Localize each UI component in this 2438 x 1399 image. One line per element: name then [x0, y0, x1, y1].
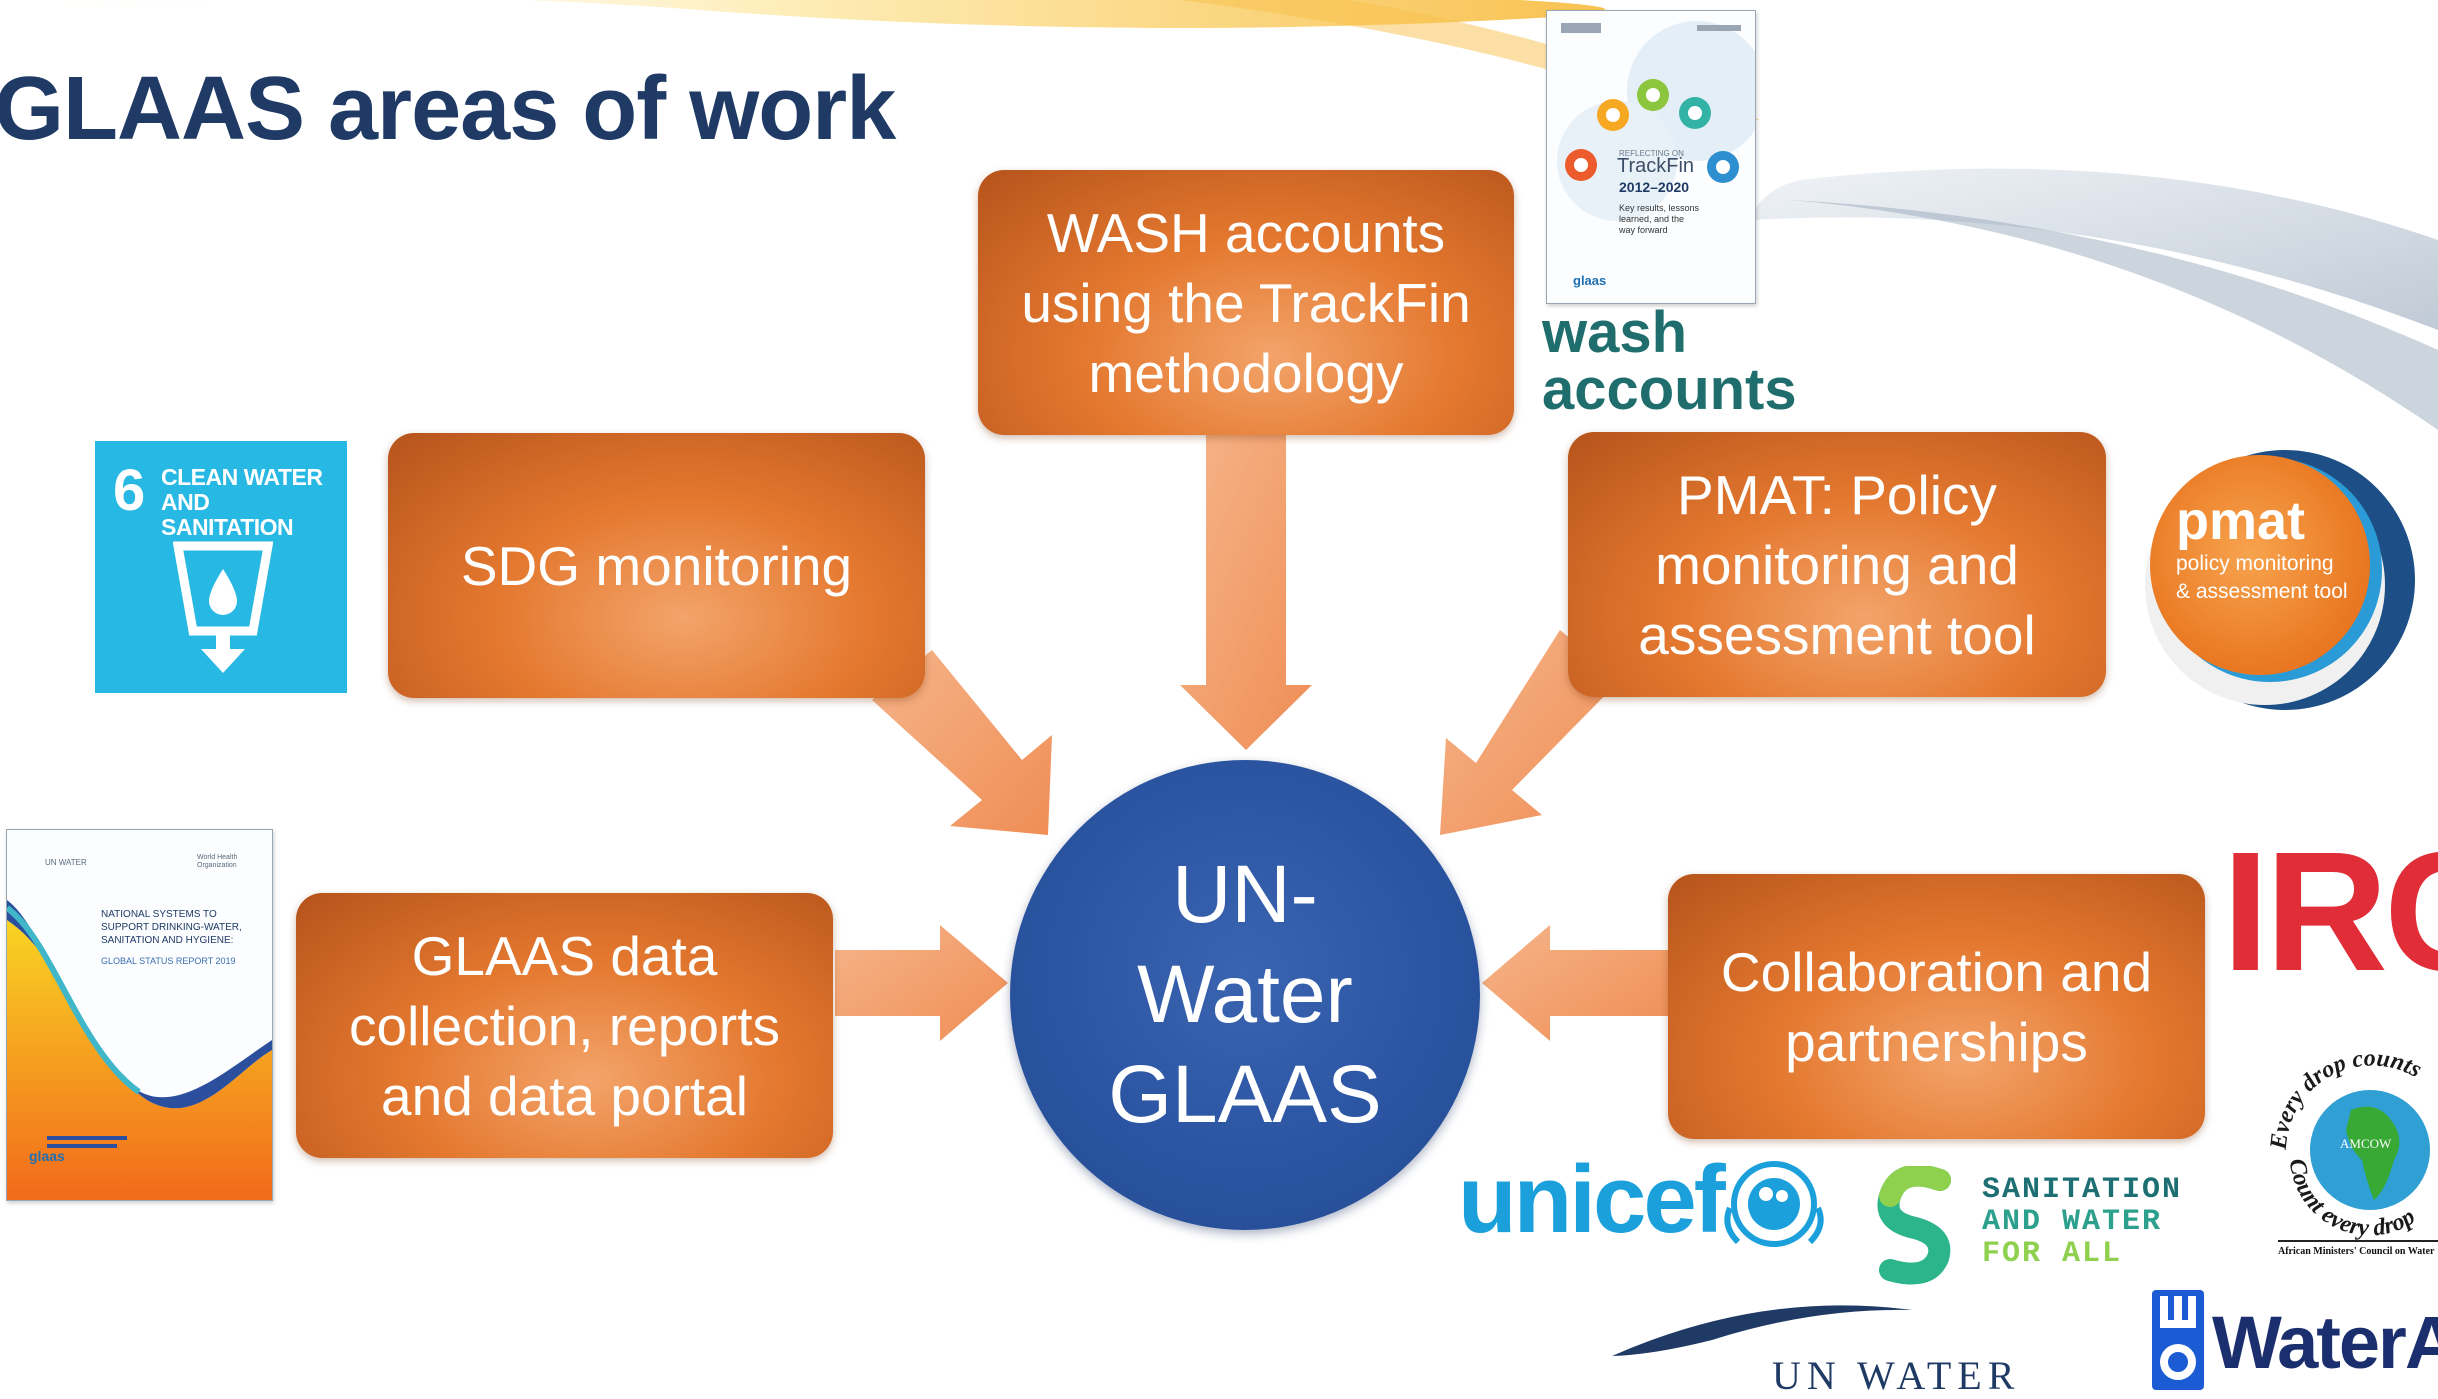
swa-line2: AND WATER [1982, 1205, 2163, 1239]
swa-logo-icon [1877, 1166, 1951, 1285]
swa-line1: SANITATION [1982, 1173, 2183, 1207]
page-title: GLAAS areas of work [0, 59, 896, 159]
unicef-emblem-icon [1724, 1161, 1824, 1247]
pmat-logo-graphic [2145, 450, 2415, 710]
hub-label: UN- Water GLAAS [1108, 849, 1382, 1140]
wateraid-icon [2152, 1290, 2204, 1390]
hub-un-water-glaas: UN- Water GLAAS [1010, 760, 1480, 1230]
glaas-report-subtitle: GLOBAL STATUS REPORT 2019 [101, 956, 236, 966]
box-pmat-label: PMAT: Policy monitoring and assessment t… [1638, 463, 2036, 666]
box-glaas-data: GLAAS data collection, reports and data … [296, 893, 833, 1158]
glaas-report-header-left: UN WATER [45, 858, 87, 867]
box-wash-accounts-label: WASH accounts using the TrackFin methodo… [1021, 201, 1471, 404]
glaas-report-header-right: World Health Organization [197, 854, 238, 869]
trackfin-years: 2012–2020 [1619, 179, 1690, 195]
amcow-logo: AMCOW Every drop counts Count every drop [2266, 1045, 2438, 1242]
swa-line3: FOR ALL [1982, 1237, 2123, 1271]
pmat-logo-name: pmat [2176, 491, 2306, 551]
pmat-logo-line1: policy monitoring [2176, 552, 2334, 575]
box-sdg-monitoring-label: SDG monitoring [460, 534, 853, 597]
glaas-report-footer: glaas [29, 1148, 65, 1164]
trackfin-report-cover: REFLECTING ON TrackFin 2012–2020 Key res… [1546, 10, 1756, 304]
box-glaas-data-label: GLAAS data collection, reports and data … [348, 924, 781, 1127]
arrow-sdg-monitoring [872, 650, 1052, 835]
trackfin-name: TrackFin [1617, 155, 1695, 177]
glaas-report-wave-graphic [7, 900, 272, 1200]
pmat-logo-text: pmat policy monitoring & assessment tool [2176, 492, 2348, 606]
sdg6-tile: 6 CLEAN WATER AND SANITATION [95, 441, 347, 693]
wash-accounts-logo-line1: wash [1542, 300, 1688, 365]
water-glass-icon [173, 541, 273, 673]
sdg6-number: 6 [113, 458, 146, 523]
wash-accounts-logo-line2: accounts [1542, 357, 1797, 422]
wash-accounts-logo: wash accounts [1542, 300, 1797, 422]
arrow-wash-accounts [1180, 435, 1312, 750]
trackfin-circles-icon [1557, 21, 1755, 221]
trackfin-desc: Key results, lessons learned, and the wa… [1619, 203, 1700, 235]
amcow-center-text: AMCOW [2340, 1136, 2392, 1151]
amcow-caption: African Ministers' Council on Water [2278, 1246, 2435, 1257]
box-collaboration: Collaboration and partnerships [1668, 874, 2205, 1139]
box-wash-accounts: WASH accounts using the TrackFin methodo… [978, 170, 1514, 435]
un-water-swoosh-icon [1612, 1305, 1912, 1356]
arrow-collaboration [1482, 925, 1670, 1041]
sdg6-label: CLEAN WATER AND SANITATION [161, 464, 323, 540]
swa-logo-text: SANITATION AND WATER FOR ALL [1982, 1174, 2182, 1270]
trackfin-footer: glaas [1573, 273, 1607, 288]
wateraid-logo-text: WaterAid [2212, 1301, 2438, 1384]
box-sdg-monitoring: SDG monitoring [388, 433, 925, 698]
box-collaboration-label: Collaboration and partnerships [1720, 940, 2153, 1073]
pmat-logo-line2: & assessment tool [2176, 580, 2348, 603]
unicef-logo-text: unicef [1458, 1146, 1726, 1253]
irc-logo: IRC [2222, 817, 2438, 1007]
glaas-report-cover: UN WATER World Health Organization NATIO… [6, 829, 273, 1201]
glaas-report-title: NATIONAL SYSTEMS TO SUPPORT DRINKING-WAT… [101, 909, 242, 946]
box-pmat: PMAT: Policy monitoring and assessment t… [1568, 432, 2106, 697]
arrow-glaas-data [835, 925, 1008, 1041]
trackfin-subtitle: REFLECTING ON [1619, 149, 1684, 158]
un-water-logo-text: UN WATER [1772, 1353, 2021, 1398]
